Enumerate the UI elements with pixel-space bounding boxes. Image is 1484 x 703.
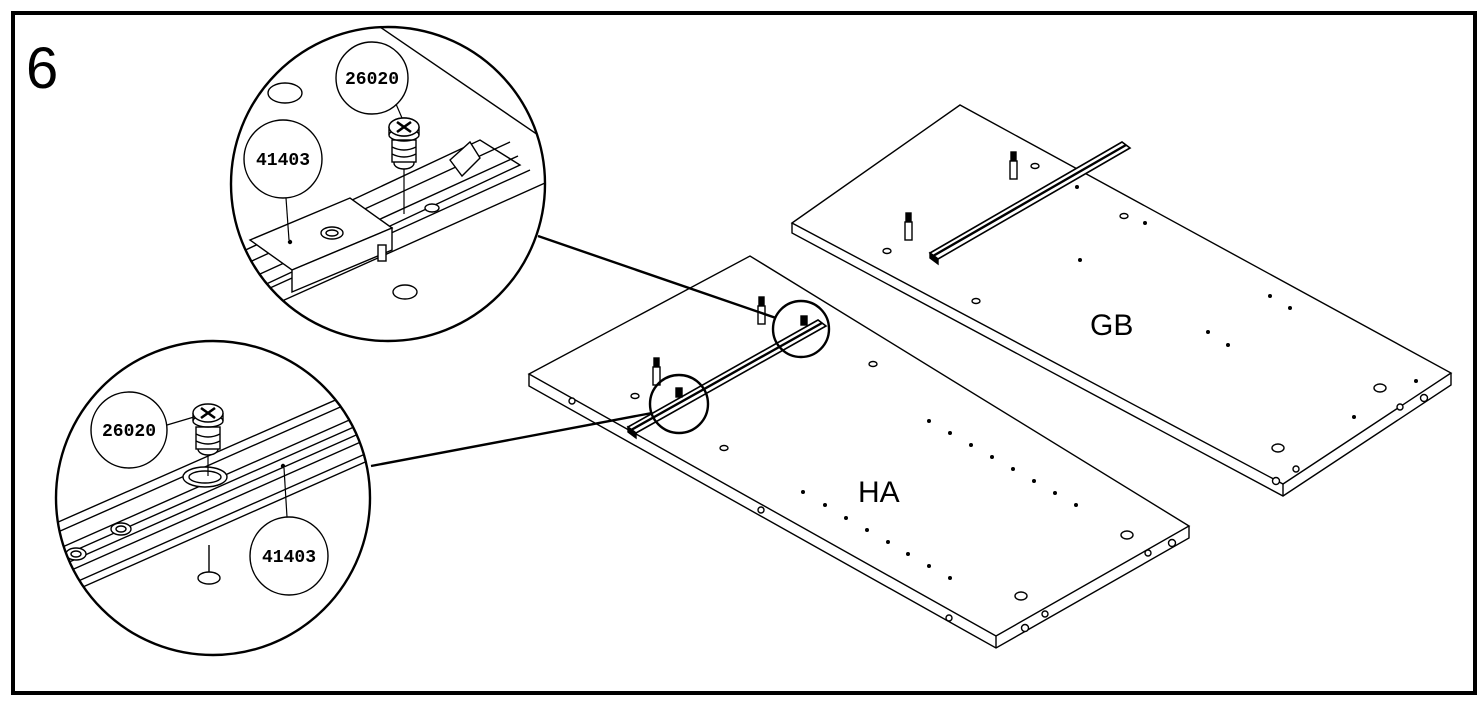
ha-pin-holes xyxy=(801,419,1078,580)
ha-rail-screw xyxy=(675,315,808,398)
cam-screw-icon xyxy=(388,117,420,214)
callout-leader xyxy=(166,416,195,426)
detail-leader-lower xyxy=(370,411,653,468)
figure-frame xyxy=(11,11,1477,695)
step-number: 6 xyxy=(26,36,58,101)
gb-dowel xyxy=(904,212,913,241)
callout-bubble-upper-rail xyxy=(243,119,323,199)
detail-focus-ring-lower xyxy=(648,373,710,435)
part-number-lower-screw: 26020 xyxy=(102,422,156,442)
detail-view-lower: 26020 41403 xyxy=(54,339,372,657)
ha-drawer-rail xyxy=(626,319,828,440)
detail-leader-upper xyxy=(537,234,777,320)
cam-screw-icon xyxy=(192,403,224,476)
gb-edge-cams xyxy=(1271,393,1429,486)
callout-leader xyxy=(395,103,403,119)
gb-holes xyxy=(882,162,1387,453)
gb-drawer-rail xyxy=(928,141,1132,266)
detail-focus-ring-upper xyxy=(771,299,831,359)
detail-view-upper: 26020 41403 xyxy=(229,25,547,343)
part-number-upper-rail: 41403 xyxy=(256,151,310,171)
ha-holes xyxy=(630,360,1134,601)
ha-dowel xyxy=(757,296,766,325)
ha-edge-cams xyxy=(568,397,1177,633)
panel-label-gb: GB xyxy=(1090,309,1133,342)
panel-label-ha: HA xyxy=(858,476,900,509)
panel-gb: GB xyxy=(790,104,1453,497)
ha-dowel xyxy=(652,357,661,386)
callout-bubble-upper-screw xyxy=(335,41,409,115)
callout-leader xyxy=(285,197,290,241)
callout-bubble-lower-rail xyxy=(249,516,329,596)
callout-bubble-lower-screw xyxy=(90,391,168,469)
detail-view-lower-border xyxy=(54,339,372,657)
gb-dowel xyxy=(1009,151,1018,180)
part-number-upper-screw: 26020 xyxy=(345,70,399,90)
callout-leader xyxy=(283,467,288,518)
gb-pin-holes xyxy=(1075,185,1418,419)
panel-ha: HA xyxy=(527,255,1191,649)
detail-view-upper-border xyxy=(229,25,547,343)
part-number-lower-rail: 41403 xyxy=(262,548,316,568)
